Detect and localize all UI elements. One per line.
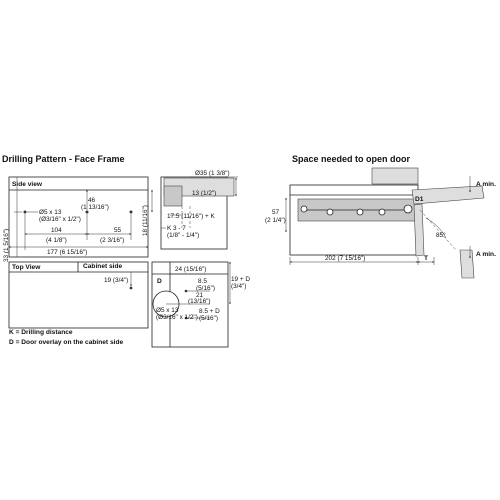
side-view-label: Side view <box>12 181 43 188</box>
dim-8-5-d: 8.5 + D <box>199 308 220 315</box>
cabinet-side-label: Cabinet side <box>83 263 123 270</box>
dim-21-in: (13/16") <box>188 298 211 305</box>
dim-k: K 3 - 7 <box>167 225 186 232</box>
dim-19-d-in: (3/4") <box>231 283 246 290</box>
top-view-label: Top View <box>12 264 41 271</box>
note-k: K = Drilling distance <box>9 329 73 336</box>
side-view: Side view Ø5 x 13 (Ø3/16" x 1/2") 46 (1 … <box>3 176 153 262</box>
space-view: A min. D1 85° A min. 57 (2 1/4") 202 (7 … <box>265 167 496 279</box>
dim-17-5: 17.5 (11/16") + K <box>167 213 216 220</box>
top-view: Top View Cabinet side 19 (3/4") <box>8 261 149 329</box>
dim-8-5-d-in: (5/16") <box>199 315 218 322</box>
top-view-panel <box>8 261 149 329</box>
detail-hole-size: Ø5 x 13 <box>156 307 179 314</box>
dim-18: 18 (11/16") <box>142 205 149 236</box>
dim-55-in: (2 3/16") <box>100 237 124 244</box>
dim-8-5-a-in: (5/16") <box>196 285 215 292</box>
closed-door <box>459 249 475 279</box>
dim-35: Ø35 (1 3/8") <box>195 170 230 177</box>
d1-label: D1 <box>415 196 424 203</box>
dim-t: T <box>424 255 428 262</box>
dim-57: 57 <box>272 209 280 216</box>
dim-177: 177 (6 15/16") <box>47 249 87 256</box>
dim-46-in: (1 13/16") <box>81 204 109 211</box>
side-hole-right <box>129 210 133 214</box>
hole-detail: D 24 (15/16") 8.5 (5/16") 21 (13/16") 8.… <box>151 261 250 348</box>
open-angle: 85° <box>436 231 446 239</box>
hinge-arm <box>163 185 183 207</box>
side-hole-left <box>23 210 27 214</box>
dim-46: 46 <box>88 197 96 204</box>
dim-19-d: 19 + D <box>231 276 250 283</box>
dim-24: 24 (15/16") <box>175 266 206 273</box>
dim-k-in: (1/8" - 1/4") <box>167 232 199 239</box>
note-d: D = Door overlay on the cabinet side <box>9 339 123 346</box>
side-hole-size: Ø5 x 13 <box>39 209 62 216</box>
a-min-bottom: A min. <box>476 251 496 258</box>
dim-104-in: (4 1/8") <box>46 237 67 244</box>
dim-19: 19 (3/4") <box>104 277 128 284</box>
frame-detail: Ø35 (1 3/8") 13 (1/2") 17.5 (11/16") + K… <box>160 170 238 250</box>
side-hole-middle <box>85 210 89 214</box>
detail-hole-size-in: (Ø3/16" x 1/2") <box>156 314 198 321</box>
top-board <box>371 167 419 185</box>
a-min-top: A min. <box>476 181 496 188</box>
top-hole <box>129 286 133 290</box>
door-edge <box>413 203 425 257</box>
overlay-d: D <box>157 278 162 285</box>
open-door <box>411 185 485 205</box>
space-needed-title: Space needed to open door <box>292 154 411 164</box>
dim-57-in: (2 1/4") <box>265 217 286 224</box>
drilling-pattern-title: Drilling Pattern - Face Frame <box>2 154 125 164</box>
dim-55: 55 <box>114 227 122 234</box>
dim-104: 104 <box>51 227 62 234</box>
side-hole-size-in: (Ø3/16" x 1/2") <box>39 216 81 223</box>
dim-8-5-a: 8.5 <box>198 278 207 285</box>
dim-202: 202 (7 15/16") <box>325 255 365 262</box>
dim-21: 21 <box>196 292 204 299</box>
dim-33: 33 (1 5/16") <box>3 229 10 262</box>
dim-13: 13 (1/2") <box>192 190 216 197</box>
